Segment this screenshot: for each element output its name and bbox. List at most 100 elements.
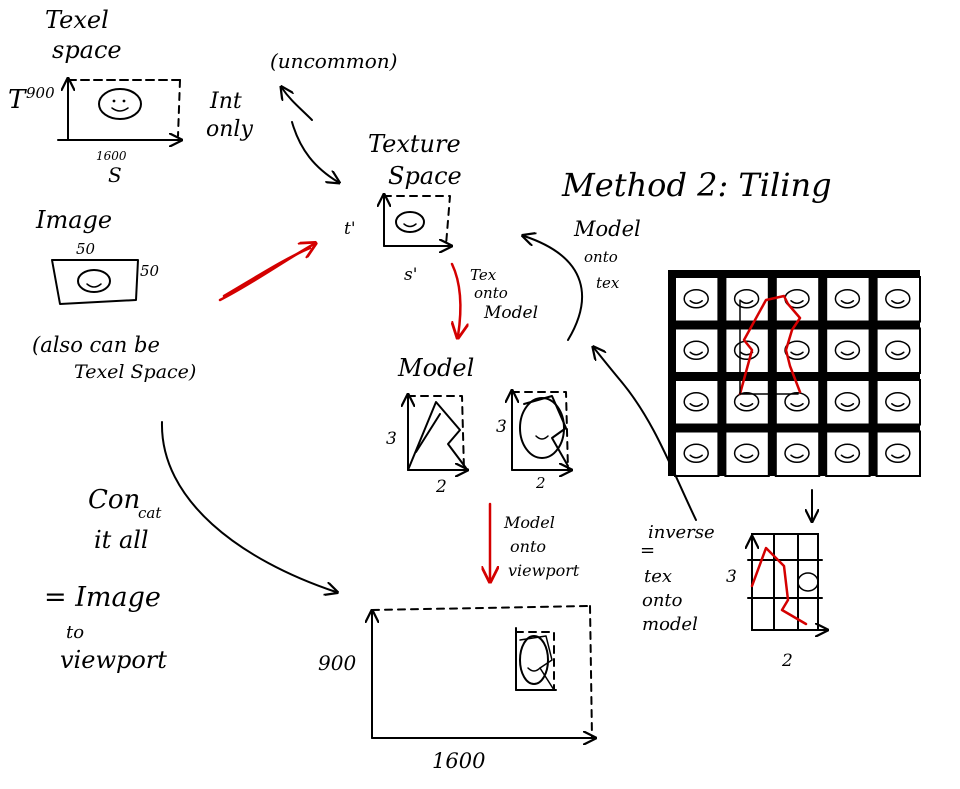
texture-to-texel-arrow	[282, 88, 313, 121]
small-2-label: 2	[781, 651, 793, 671]
tex-onto-model-label-2: onto	[474, 284, 508, 302]
tiling-cell	[875, 327, 921, 374]
tiling-cell	[774, 327, 821, 374]
texel-s-label: S	[108, 163, 122, 187]
smiley-face-icon	[395, 211, 425, 233]
smiley-face-icon	[733, 443, 760, 463]
small-tiled-model: 3 2	[726, 533, 826, 671]
tiling-cell	[825, 430, 871, 477]
smiley-face-icon	[98, 88, 142, 120]
model-onto-viewport-label-1: Model	[503, 513, 555, 532]
texel-space-label-1: Texel	[45, 6, 109, 34]
tiling-cell	[674, 379, 720, 426]
tex-onto-model-arrow	[452, 262, 460, 336]
image-to-viewport-label-2: to	[66, 622, 84, 643]
texture-space-group: Texture Space t' s'	[344, 130, 462, 285]
tiling-cell	[825, 276, 871, 323]
smiley-face-icon	[834, 340, 861, 360]
tiling-cell	[875, 379, 921, 426]
tex-onto-model-label-1: Tex	[470, 266, 497, 284]
texel-space-label-2: space	[52, 36, 122, 64]
smiley-face-icon	[885, 392, 911, 412]
tiling-cell	[875, 276, 921, 323]
image-frame	[51, 259, 139, 305]
tiling-cell	[825, 327, 871, 374]
int-only-label-1: Int	[209, 89, 242, 114]
image-to-viewport-label-1: = Image	[44, 582, 161, 613]
model-onto-tex-label-1: Model	[573, 217, 641, 241]
model-group: Model 3 2 3 2	[386, 354, 570, 497]
smiley-face-icon	[784, 443, 810, 463]
smiley-face-icon	[683, 340, 709, 360]
model-onto-tex-label-3: tex	[596, 274, 620, 292]
tiling-cell	[724, 379, 770, 426]
smiley-face-icon	[683, 289, 709, 309]
also-texel-label-2: Texel Space)	[74, 361, 196, 383]
image-group: Image 50 50 (also can be Texel Space)	[32, 206, 196, 383]
model-shape-a	[407, 401, 467, 471]
concat-arrow	[160, 421, 336, 592]
tiling-cell	[674, 327, 720, 374]
inverse-label-5: model	[642, 614, 698, 635]
tiling-cell	[875, 430, 921, 477]
viewport-group: 900 1600	[318, 605, 594, 773]
image-w-label: 50	[76, 240, 96, 258]
smiley-face-icon	[885, 289, 911, 309]
smiley-face-icon	[885, 443, 911, 463]
viewport-h-label: 900	[318, 651, 356, 675]
smiley-face-icon	[733, 392, 760, 412]
method2-title: Method 2: Tiling	[561, 166, 832, 204]
texel-w-label: 1600	[96, 149, 127, 163]
image-h-label: 50	[140, 262, 160, 280]
tex-s-label: s'	[404, 265, 417, 285]
smiley-face-icon	[834, 443, 861, 463]
inverse-label-1: inverse	[648, 522, 715, 543]
smiley-face-icon	[683, 443, 709, 463]
inverse-arrow	[594, 348, 697, 521]
model-2b-label: 2	[535, 474, 546, 492]
model-onto-tex-arrow	[524, 236, 583, 341]
inverse-label-2: =	[640, 540, 655, 561]
smiley-face-icon	[77, 269, 111, 293]
tiling-cell	[674, 430, 720, 477]
texture-space-label-2: Space	[388, 162, 462, 190]
tiling-red-shape	[738, 294, 802, 396]
tiling-cell	[724, 276, 770, 323]
model-3a-label: 3	[386, 429, 397, 449]
small-3-label: 3	[726, 567, 737, 587]
smiley-face-icon	[834, 392, 861, 412]
smiley-face-icon	[885, 340, 911, 360]
also-texel-label-1: (also can be	[32, 333, 160, 357]
model-onto-tex-label-2: onto	[584, 248, 618, 266]
tiling-cell	[674, 276, 720, 323]
tex-t-label: t'	[344, 219, 356, 239]
texel-h-label: 900	[26, 84, 55, 102]
tex-onto-model-label-3: Model	[483, 303, 538, 323]
concat-label-2: cat	[138, 504, 162, 522]
image-to-viewport-label-3: viewport	[60, 646, 167, 674]
int-only-label-2: only	[206, 117, 253, 142]
smiley-face-icon	[784, 392, 810, 412]
model-3b-label: 3	[496, 417, 507, 437]
texel-space-group: Texel space T 900 1600 S	[8, 6, 180, 187]
texel-to-texture-arrow	[291, 121, 338, 182]
tiling-cell	[774, 430, 821, 477]
texture-space-label-1: Texture	[368, 130, 461, 158]
model-onto-viewport-label-3: viewport	[508, 561, 580, 580]
texel-t-label: T	[8, 85, 27, 115]
smiley-face-icon	[834, 289, 861, 309]
smiley-face-icon	[733, 289, 760, 309]
smiley-face-icon	[519, 635, 549, 685]
smiley-face-icon	[683, 392, 709, 412]
viewport-w-label: 1600	[432, 749, 485, 773]
model-onto-viewport-label-2: onto	[510, 537, 546, 556]
model-label: Model	[397, 354, 474, 382]
tiling-cell	[724, 430, 770, 477]
concat-label-3: it all	[94, 526, 149, 554]
model-2a-label: 2	[435, 477, 447, 497]
inverse-label-4: onto	[642, 590, 683, 611]
concat-label-1: Con	[88, 485, 140, 515]
inverse-label-3: tex	[644, 566, 672, 587]
uncommon-label: (uncommon)	[270, 49, 397, 73]
